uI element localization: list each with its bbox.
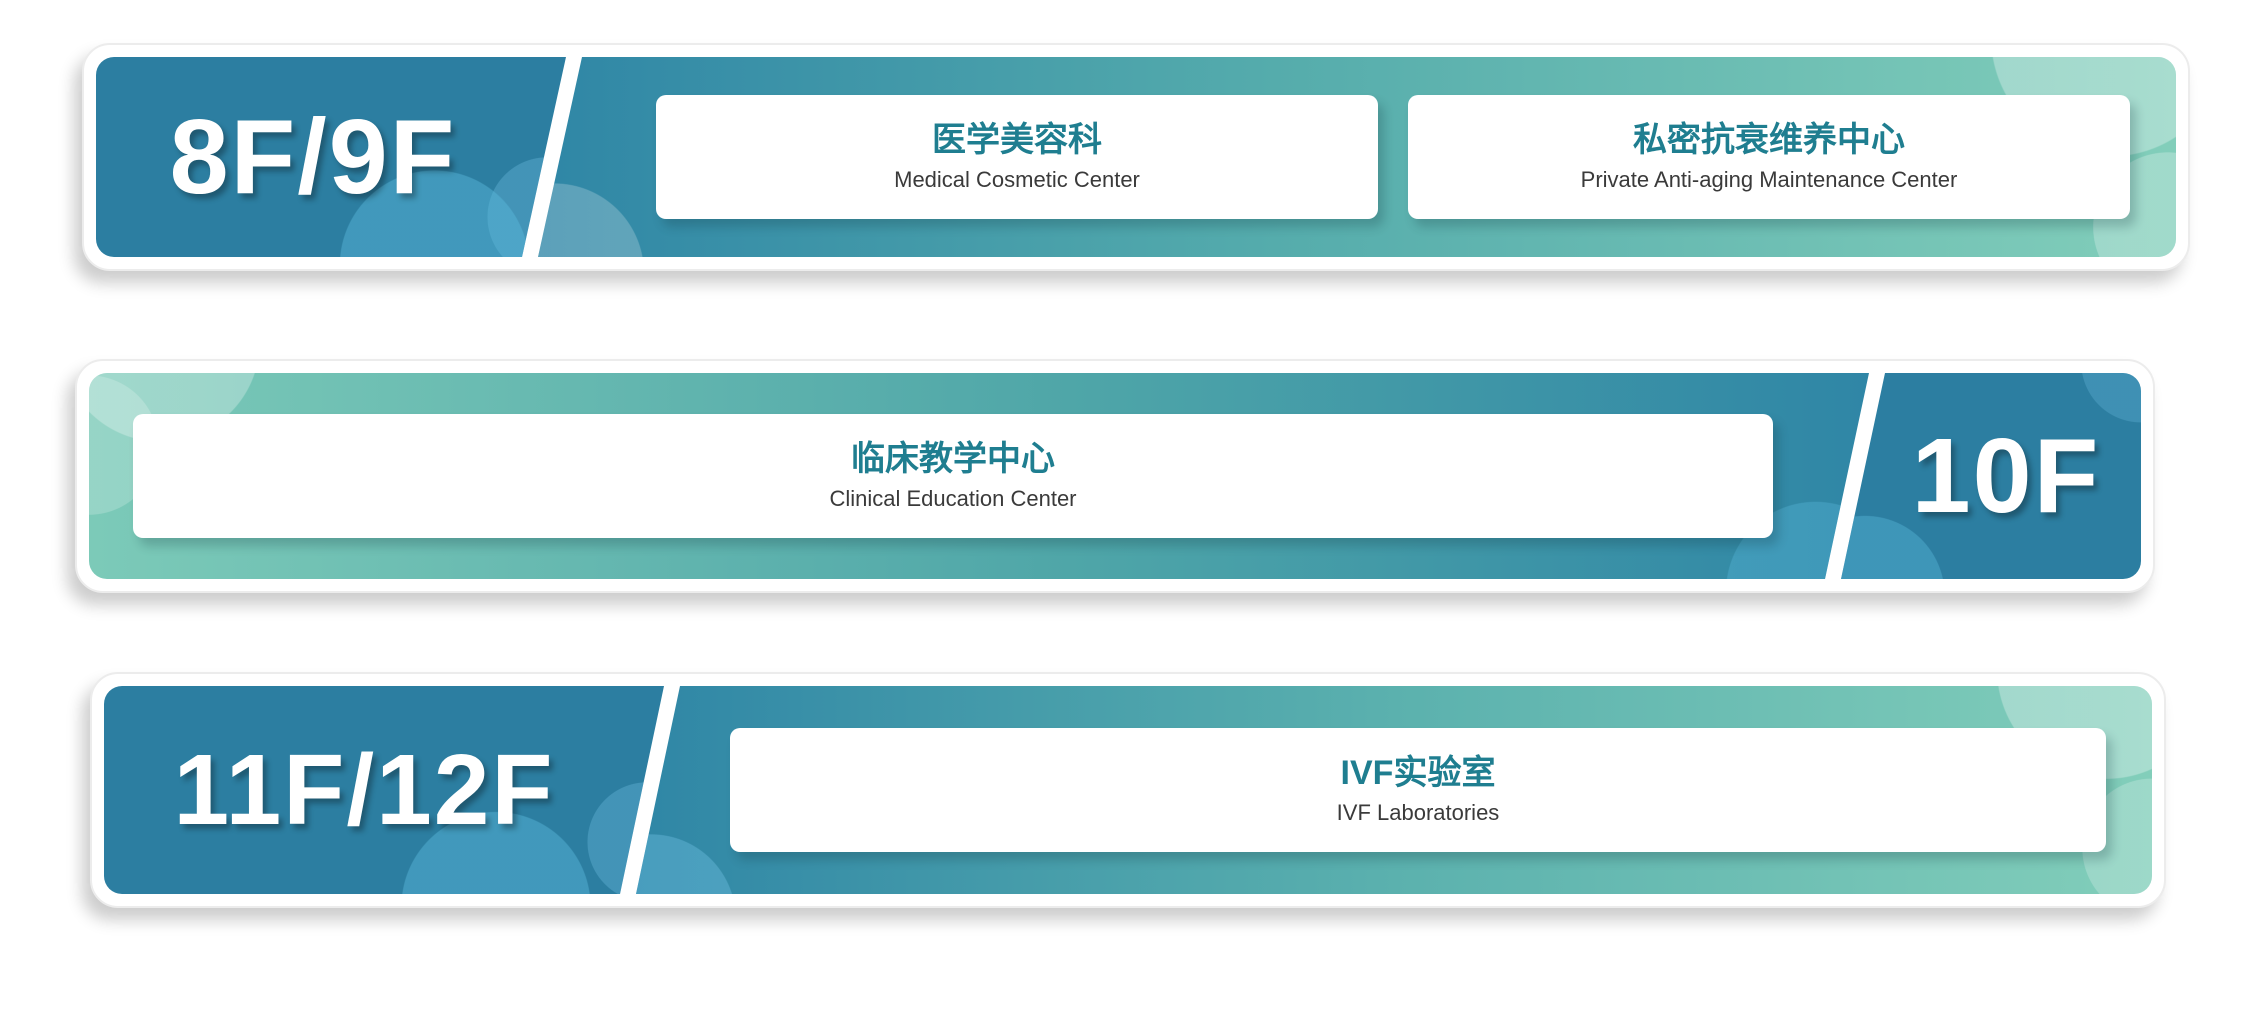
floor-label: 11F/12F — [173, 733, 555, 846]
department-card: 临床教学中心 Clinical Education Center — [133, 414, 1773, 538]
board-inner: 临床教学中心 Clinical Education Center 10F — [89, 373, 2141, 579]
floor-label: 8F/9F — [169, 97, 457, 216]
department-name-zh: IVF实验室 — [1340, 754, 1496, 793]
floor-board-10f: 临床教学中心 Clinical Education Center 10F — [75, 359, 2155, 593]
floor-board-11f-12f: 11F/12F IVF实验室 IVF Laboratories — [90, 672, 2166, 908]
departments-strip: 临床教学中心 Clinical Education Center — [89, 373, 1869, 579]
board-inner: 11F/12F IVF实验室 IVF Laboratories — [104, 686, 2152, 894]
floor-label-block: 8F/9F — [96, 57, 566, 257]
department-name-zh: 私密抗衰维养中心 — [1633, 121, 1905, 160]
department-card: 医学美容科 Medical Cosmetic Center — [656, 95, 1378, 219]
department-name-en: Medical Cosmetic Center — [894, 166, 1140, 192]
department-name-zh: 临床教学中心 — [851, 440, 1055, 479]
floor-label-block: 11F/12F — [104, 686, 664, 894]
department-name-zh: 医学美容科 — [932, 121, 1102, 160]
departments-strip: IVF实验室 IVF Laboratories — [636, 686, 2152, 894]
floor-board-8f-9f: 8F/9F 医学美容科 Medical Cosmetic Center 私密抗衰… — [82, 43, 2190, 271]
department-card: 私密抗衰维养中心 Private Anti-aging Maintenance … — [1408, 95, 2130, 219]
department-name-en: Clinical Education Center — [829, 485, 1077, 511]
floor-label: 10F — [1911, 416, 2101, 535]
departments-strip: 医学美容科 Medical Cosmetic Center 私密抗衰维养中心 P… — [538, 57, 2176, 257]
department-card: IVF实验室 IVF Laboratories — [730, 728, 2106, 852]
department-name-en: IVF Laboratories — [1336, 799, 1500, 825]
department-name-en: Private Anti-aging Maintenance Center — [1580, 166, 1958, 192]
board-inner: 8F/9F 医学美容科 Medical Cosmetic Center 私密抗衰… — [96, 57, 2176, 257]
floor-label-block: 10F — [1841, 373, 2141, 579]
